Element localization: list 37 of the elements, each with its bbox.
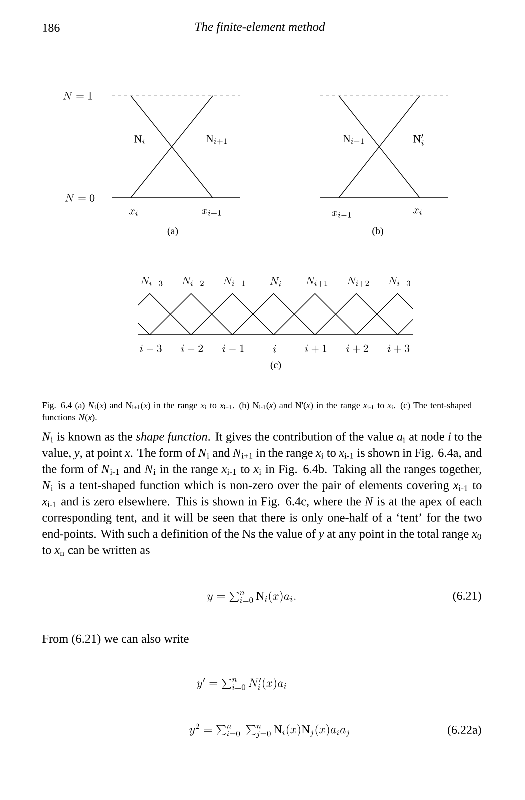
curve-label: $N_{i-1}$	[224, 277, 245, 286]
equation: $y=\sum_{i=0}^{n} \mathrm{N}_i(x)a_i.$	[208, 591, 296, 604]
curve-label: $\mathrm{N}_{i-1}$	[343, 135, 364, 144]
node-label: $x_{i-1}$	[332, 211, 352, 218]
curve-label: $N_{i+2}$	[347, 277, 370, 287]
node-label: $x_{i+1}$	[202, 209, 222, 217]
panel-label: (a)	[168, 227, 178, 237]
curve-label: $N_{i+1}$	[306, 277, 328, 287]
equation: $y^2=\sum_{i=0}^{n}\ \sum_{j=0}^{n} \mathrm{N}_i(x)\mathrm{N}_j(x)a_ia_j$	[190, 724, 350, 738]
curve-label: $N_{i-2}$	[182, 277, 204, 286]
page-number: 186	[43, 24, 60, 32]
node-label: $i+3$	[388, 344, 410, 354]
equation: $y'=\sum_{i=0}^{n} N_i'(x)a_i$	[197, 678, 286, 690]
node-label: $i+1$	[305, 344, 327, 354]
node-label: $x_i$	[130, 210, 138, 216]
node-label: $i-3$	[140, 344, 162, 352]
equation-number: (6.21)	[453, 592, 482, 602]
node-label: $i-1$	[222, 344, 244, 352]
figure-caption: Fig. 6.4 (a) N$_{i}$(x) and N$_{i+1}$(x) in the range x$_{i}$ to x$_{i+1}$. (b) N$_{i-1}$(x) and N'(x) in the range x$_{i-1}$ to x$_{i}$. (c) The tent-shaped functions N(x).	[42, 402, 472, 422]
curve-label: $\mathrm{N}_{i+1}$	[206, 135, 227, 145]
panel-label: (c)	[270, 361, 282, 371]
running-head: The finite-element method	[196, 22, 326, 34]
node-label: $i+2$	[346, 344, 368, 354]
curve-label: $N_{i-3}$	[140, 277, 163, 286]
panel-label: (b)	[372, 227, 384, 237]
body-text: From (6.21) we can also write	[42, 634, 189, 646]
node-label: $i$	[273, 345, 276, 353]
node-label: $i-2$	[181, 344, 204, 352]
equation-number: (6.22a)	[448, 726, 482, 736]
curve-label: $\mathrm{N}_i'$	[414, 134, 424, 146]
level-label: $N = 1$	[63, 92, 92, 100]
node-label: $x_i$	[414, 208, 422, 216]
curve-label: $\mathrm{N}_i$	[134, 136, 145, 144]
curve-label: $N_{i+3}$	[388, 277, 410, 287]
level-label: $N = 0$	[65, 194, 95, 202]
body-text: N$_{i}$ is known as the shape function. It gives the contribution of the value a$_{i}$ at node i to the value, y, at point x. The form of N$_{i}$ and N$_{i+1}$ in the range x$_{i}$ to x$_{i-1}$ is shown in Fig. 6.4a, and the form of N$_{i-1}$ and N$_{i}$ in the range x$_{i-1}$ to x$_{i}$ in Fig. 6.4b. Taking all the ranges together, N$_{i}$ is a tent-shaped function which is non-zero over the pair of elements covering x$_{i-1}$ to x$_{i-1}$ and is zero elsewhere. This is shown in Fig. 6.4c, where the N is at the apex of each corresponding tent, and it will be seen that there is only one-half of a ‘tent’ for the two end-points. With such a definition of the Ns the value ofy at any point in the total range x$_{0}$ to x$_{n}$ can be written as	[42, 432, 482, 556]
curve-label: $N_{i}$	[270, 277, 282, 287]
